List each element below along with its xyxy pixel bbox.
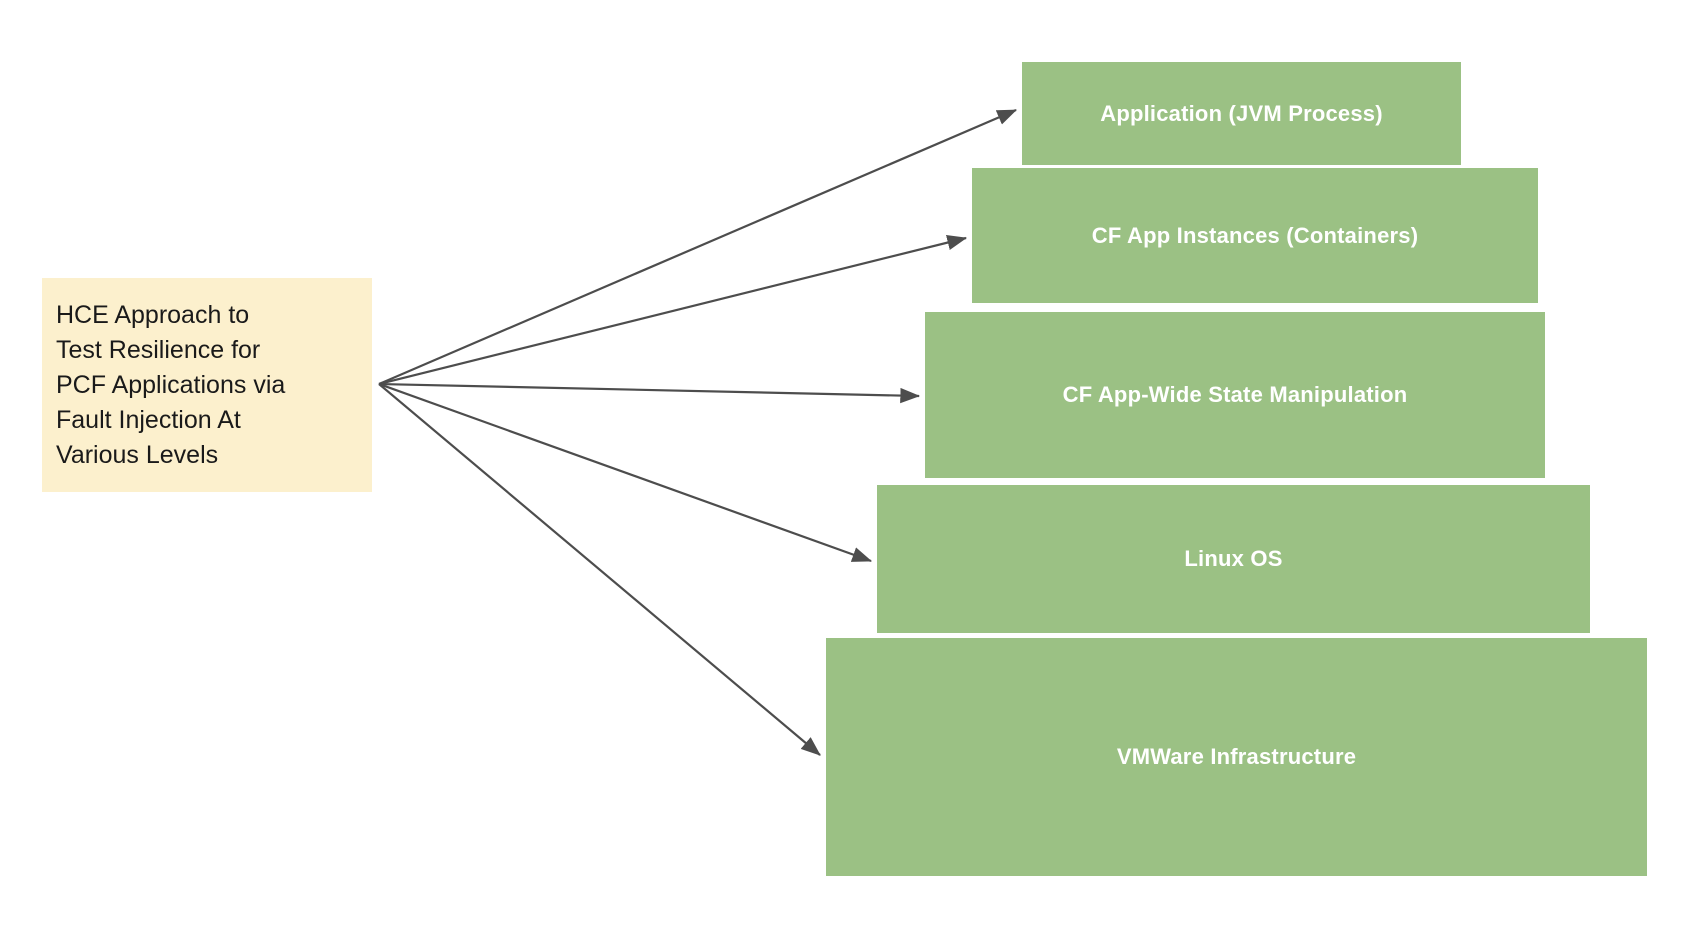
layer-box-vmware-infrastructure[interactable]: VMWare Infrastructure [826,638,1647,876]
layer-box-linux-os[interactable]: Linux OS [877,485,1590,633]
layer-label: Application (JVM Process) [1100,100,1383,126]
connector-arrow-cf-app-instances [378,235,968,386]
title-note-box[interactable]: HCE Approach to Test Resilience for PCF … [42,278,372,492]
layer-box-cf-app-wide-state[interactable]: CF App-Wide State Manipulation [925,312,1545,478]
layer-label: CF App Instances (Containers) [1091,222,1419,248]
layer-label: CF App-Wide State Manipulation [1062,382,1408,407]
layer-label: VMWare Infrastructure [1116,744,1357,769]
connector-arrow-application-jvm-process [378,108,1018,386]
layer-box-application-jvm-process[interactable]: Application (JVM Process) [1022,62,1461,165]
layer-label: Linux OS [1184,546,1283,571]
connector-arrow-vmware-infrastructure [378,383,821,756]
layer-box-cf-app-instances[interactable]: CF App Instances (Containers) [972,168,1538,303]
connector-arrow-linux-os [378,382,873,563]
title-note-text: HCE Approach to Test Resilience for PCF … [56,300,286,469]
connector-arrow-cf-app-wide-state [378,382,921,404]
